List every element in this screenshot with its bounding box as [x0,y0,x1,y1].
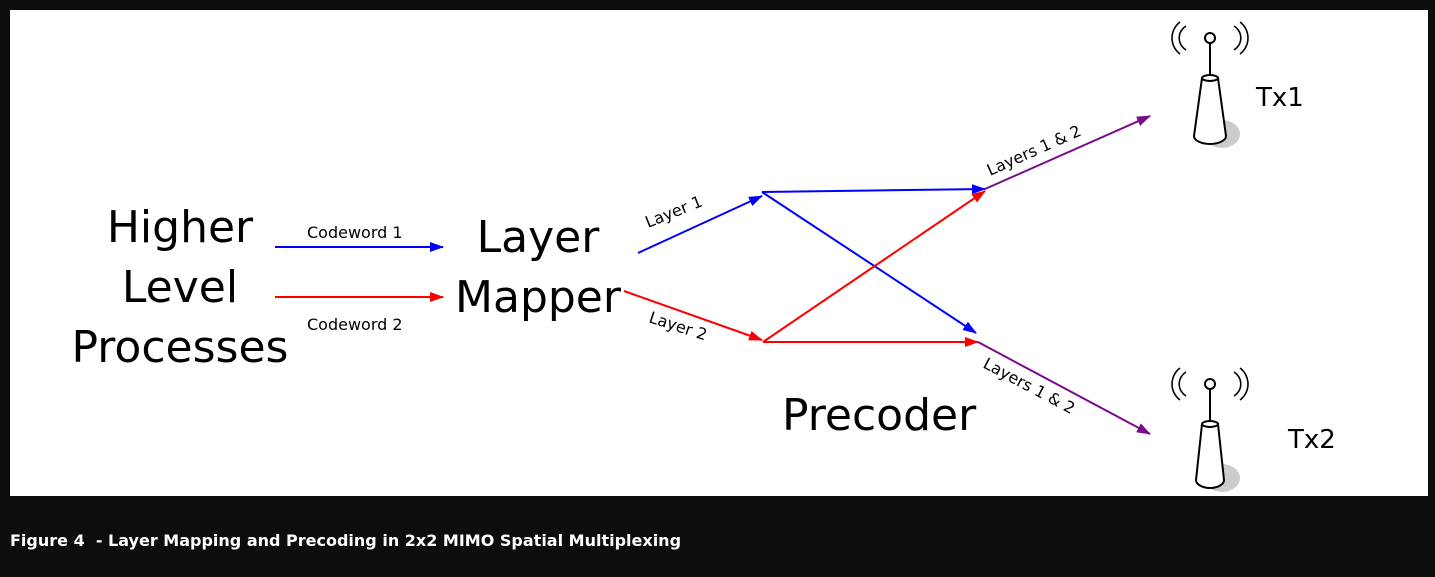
higher-label-line1: Higher [107,202,254,253]
tx1-output-arrow [984,115,1151,190]
diagram-canvas: Higher Level Processes Codeword 1 Codewo… [10,10,1428,496]
tx1-label: Tx1 [1255,83,1304,113]
tx2-label: Tx2 [1287,425,1336,455]
layer1-arrow [637,195,763,254]
higher-label-line3: Processes [72,322,289,373]
layer-mapper-block: Layer Mapper [455,212,622,323]
diagram-svg: Higher Level Processes Codeword 1 Codewo… [72,21,1336,492]
mapper-label-line2: Mapper [455,272,622,323]
codeword1-label: Codeword 1 [307,223,403,242]
antenna-icon [1171,21,1249,148]
tx2-output-arrow [977,341,1151,435]
tx1-output-label: Layers 1 & 2 [984,121,1084,179]
higher-level-processes-block: Higher Level Processes [72,202,289,373]
mapper-label-line1: Layer [477,212,601,263]
higher-label-line2: Level [122,262,238,313]
antenna-icon [1171,367,1249,492]
tx2-output-label: Layers 1 & 2 [980,354,1078,418]
figure-caption: Figure 4 - Layer Mapping and Precoding i… [10,531,682,550]
codeword2-label: Codeword 2 [307,315,403,334]
precoder-label: Precoder [782,390,977,441]
precoder-blue-straight-arrow [761,184,986,195]
layer2-label: Layer 2 [647,308,710,345]
layer2-arrow [623,290,763,341]
precoder-red-cross-arrow [762,190,986,343]
precoder-blue-cross-arrow [761,191,977,334]
